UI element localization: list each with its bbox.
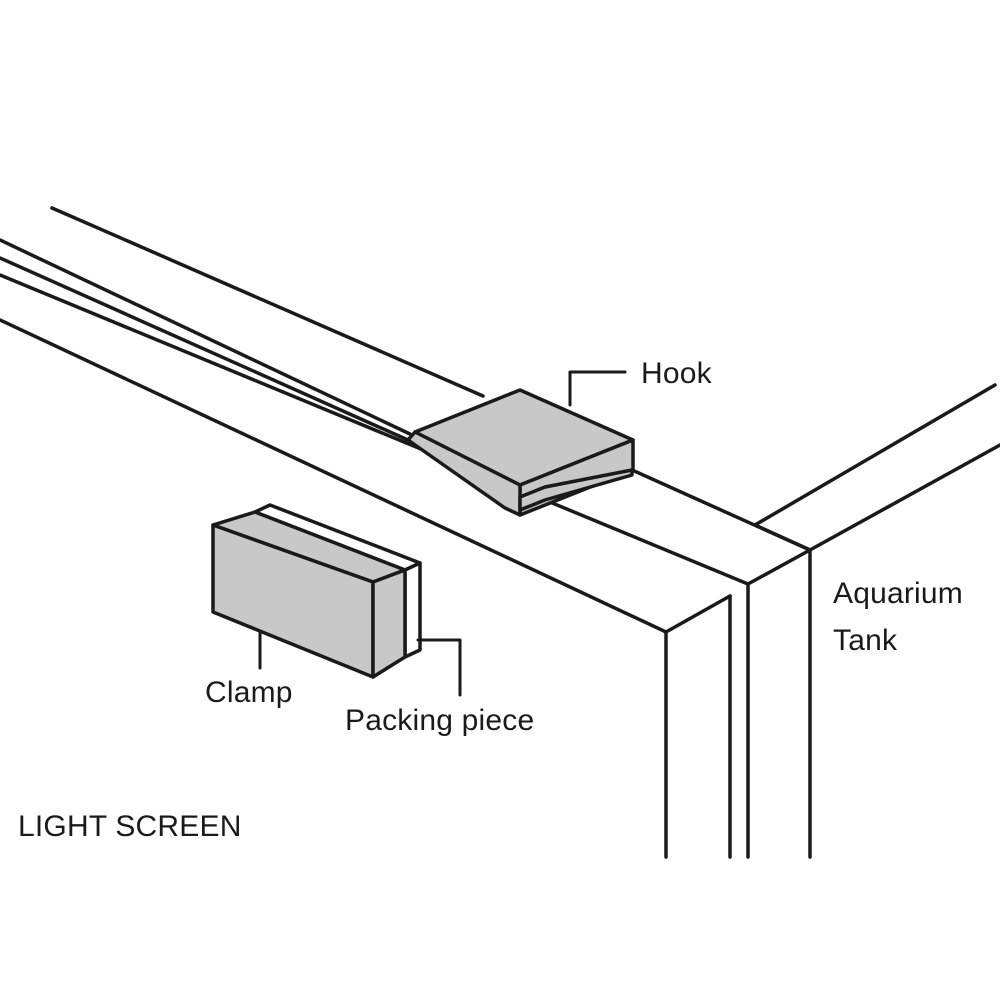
aquarium-label-line1: Aquarium	[833, 577, 963, 610]
leader-lines	[258, 370, 627, 697]
hook-lower-leg	[518, 468, 634, 512]
packing-piece-label: Packing piece	[345, 704, 535, 737]
hook-label: Hook	[641, 357, 712, 390]
aquarium-tank-label: Aquarium Tank	[833, 570, 963, 664]
packing-leader	[416, 638, 462, 697]
clamp-part	[211, 503, 422, 679]
tank-top-edge-right	[753, 383, 997, 527]
tank-inner-edge-right	[808, 443, 1000, 552]
rail-mid-front-right	[543, 498, 750, 586]
light-screen-label: LIGHT SCREEN	[18, 810, 242, 843]
packing-side-face	[403, 561, 422, 659]
light-screen-frame	[0, 206, 812, 859]
hook-leader	[568, 370, 627, 407]
aquarium-label-line2: Tank	[833, 624, 898, 657]
rail-top-back	[50, 206, 485, 398]
frame-corner-top	[746, 548, 812, 586]
clamp-side-face	[371, 568, 407, 679]
rail-top-back-right	[630, 468, 812, 552]
frame-corner-mid	[664, 594, 732, 634]
rail-lower-front	[0, 318, 668, 634]
rail-groove	[0, 256, 410, 442]
clamp-label: Clamp	[205, 676, 293, 709]
hook-part	[406, 388, 635, 517]
rail-top-front	[0, 238, 412, 436]
